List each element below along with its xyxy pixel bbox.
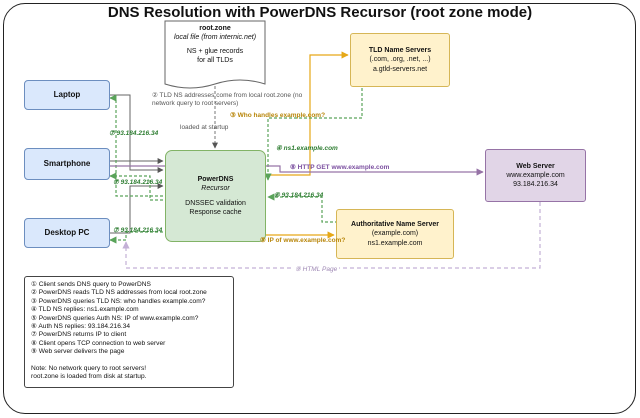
client-smartphone-label: Smartphone bbox=[43, 158, 91, 168]
edge-desktop-query bbox=[110, 183, 164, 234]
edge-query-tld bbox=[266, 51, 349, 176]
root-zone-desc-1: NS + glue records bbox=[186, 48, 244, 56]
label-step3: ③ Who handles example.com? bbox=[230, 112, 326, 119]
web-line-2: 93.184.216.34 bbox=[513, 181, 558, 189]
auth-line-1: (example.com) bbox=[371, 230, 419, 238]
label-step2-line1: ② TLD NS addresses come from local root.… bbox=[152, 92, 303, 99]
edge-reply-auth bbox=[267, 193, 338, 223]
web-server[interactable]: Web Server www.example.com 93.184.216.34 bbox=[485, 149, 586, 202]
legend-item: ④ TLD NS replies: ns1.example.com bbox=[31, 306, 139, 314]
label-step7-smartphone: ⑦ 93.184.216.34 bbox=[113, 179, 163, 186]
client-laptop[interactable]: Laptop bbox=[24, 80, 110, 110]
legend-item: ② PowerDNS reads TLD NS addresses from l… bbox=[31, 289, 207, 297]
tld-title: TLD Name Servers bbox=[368, 47, 432, 55]
legend-item: ⑤ PowerDNS queries Auth NS: IP of www.ex… bbox=[31, 314, 199, 322]
legend-note-2: root.zone is loaded from disk at startup… bbox=[31, 373, 147, 381]
edge-answer-desktop bbox=[109, 231, 163, 244]
label-step7-laptop: ⑦ 93.184.216.34 bbox=[109, 130, 159, 137]
client-smartphone[interactable]: Smartphone bbox=[24, 148, 110, 180]
label-step8: ⑧ HTTP GET www.example.com bbox=[290, 164, 390, 171]
tld-line-1: (.com, .org, .net, ...) bbox=[369, 56, 431, 64]
root-zone-desc-2: for all TLDs bbox=[197, 57, 233, 65]
legend-item: ① Client sends DNS query to PowerDNS bbox=[31, 281, 151, 288]
label-step9: ⑨ HTML Page bbox=[293, 265, 340, 273]
edge-laptop-query bbox=[110, 94, 164, 173]
auth-line-2: ns1.example.com bbox=[367, 239, 423, 247]
root-zone-name: root.zone bbox=[199, 25, 231, 32]
label-step2-line2: network query to root servers) bbox=[152, 100, 239, 107]
client-laptop-label: Laptop bbox=[53, 89, 81, 99]
auth-title: Authoritative Name Server bbox=[351, 221, 439, 229]
label-step7-desktop: ⑦ 93.184.216.34 bbox=[113, 227, 163, 234]
edge-answer-laptop bbox=[109, 94, 163, 197]
root-zone-file: root.zone local file (from internic.net)… bbox=[165, 22, 265, 78]
label-loaded-startup: loaded at startup bbox=[180, 124, 229, 131]
powerdns-recursor[interactable]: PowerDNS Recursor DNSSEC validation Resp… bbox=[165, 150, 266, 242]
edge-answer-smartphone bbox=[109, 172, 163, 201]
root-zone-subtitle: local file (from internic.net) bbox=[173, 34, 257, 42]
web-title: Web Server bbox=[516, 162, 555, 170]
label-step6: ⑥ 93.184.216.34 bbox=[274, 192, 324, 199]
label-step5: ⑤ IP of www.example.com? bbox=[260, 237, 346, 244]
label-step4: ④ ns1.example.com bbox=[276, 145, 338, 152]
page-title: DNS Resolution with PowerDNS Recursor (r… bbox=[107, 4, 533, 21]
client-desktop-label: Desktop PC bbox=[44, 227, 90, 237]
powerdns-title: PowerDNS bbox=[197, 175, 234, 183]
powerdns-line-2: Response cache bbox=[189, 209, 242, 217]
powerdns-subtitle: Recursor bbox=[201, 184, 230, 192]
powerdns-line-1: DNSSEC validation bbox=[185, 200, 246, 207]
legend-panel: ① Client sends DNS query to PowerDNS ② P… bbox=[24, 276, 234, 388]
client-desktop[interactable]: Desktop PC bbox=[24, 218, 110, 248]
legend-item: ⑧ Client opens TCP connection to web ser… bbox=[31, 339, 166, 347]
tld-name-servers[interactable]: TLD Name Servers (.com, .org, .net, ...)… bbox=[350, 33, 450, 87]
legend-item: ⑨ Web server delivers the page bbox=[31, 348, 125, 356]
diagram-frame bbox=[3, 3, 636, 414]
legend-note-1: Note: No network query to root servers! bbox=[31, 364, 147, 372]
legend-item: ⑥ Auth NS replies: 93.184.216.34 bbox=[31, 323, 131, 331]
tld-line-2: a.gtld-servers.net bbox=[372, 65, 428, 73]
web-line-1: www.example.com bbox=[506, 171, 565, 179]
root-zone-document-shape bbox=[164, 20, 266, 89]
legend-item: ⑦ PowerDNS returns IP to client bbox=[31, 331, 127, 339]
legend-item: ③ PowerDNS queries TLD NS: who handles e… bbox=[31, 297, 206, 305]
edge-reply-tld bbox=[264, 88, 363, 181]
authoritative-name-server[interactable]: Authoritative Name Server (example.com) … bbox=[336, 209, 454, 259]
